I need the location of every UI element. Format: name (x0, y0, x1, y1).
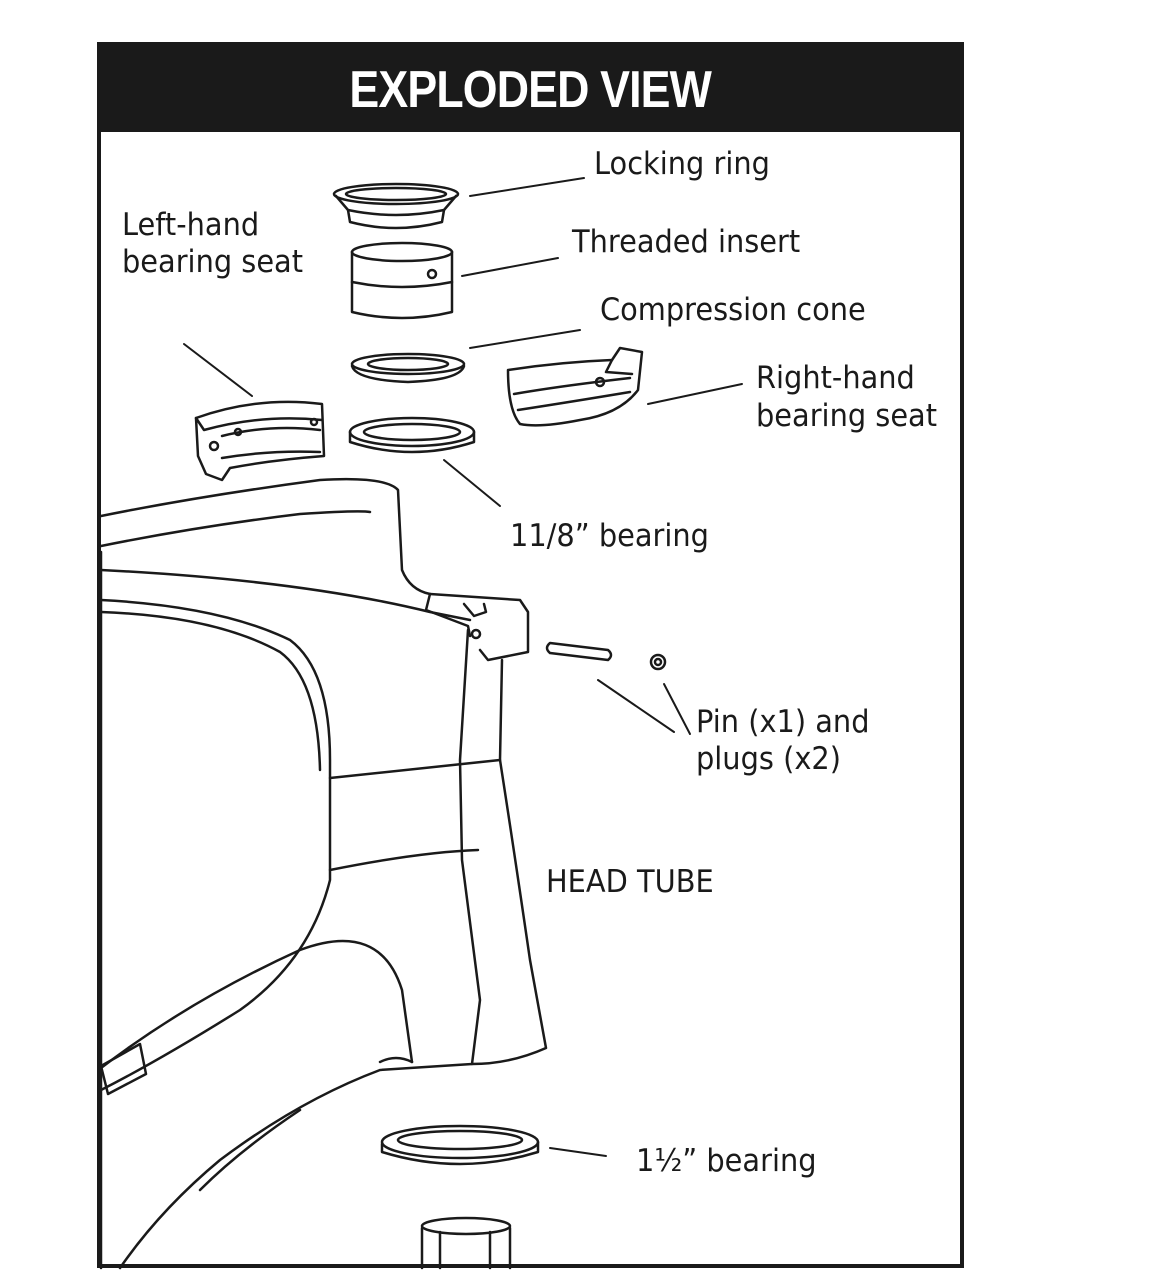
leader-threaded-insert (461, 257, 559, 277)
lower-part-partial (420, 1216, 512, 1270)
locking-ring-part (332, 182, 460, 230)
left-bearing-seat-part (194, 400, 326, 482)
right-bearing-seat-part (506, 346, 644, 427)
threaded-insert-part (350, 241, 454, 320)
label-pin-line2: plugs (x2) (696, 741, 841, 778)
leader-plug (663, 683, 691, 735)
label-left-bearing-seat: Left-hand bearing seat (122, 207, 303, 281)
leader-lower-bearing (549, 1147, 607, 1157)
label-pin-and-plugs: Pin (x1) and plugs (x2) (696, 704, 870, 778)
label-left-seat-line1: Left-hand (122, 207, 260, 243)
label-right-seat-line1: Right-hand (756, 360, 915, 396)
leader-left-seat (183, 343, 253, 397)
panel-title: EXPLODED VIEW (349, 61, 712, 119)
bike-frame (99, 477, 548, 1270)
leader-lines (183, 177, 743, 1157)
panel-title-bar: EXPLODED VIEW (101, 46, 960, 132)
label-upper-bearing: 11/8” bearing (510, 518, 709, 554)
label-threaded-insert: Threaded insert (572, 224, 801, 260)
label-right-seat-line2: bearing seat (756, 397, 938, 434)
label-compression-cone: Compression cone (600, 292, 866, 328)
label-left-seat-line2: bearing seat (122, 244, 304, 281)
label-pin-line1: Pin (x1) and (696, 704, 870, 740)
label-right-bearing-seat: Right-hand bearing seat (756, 360, 937, 436)
leader-upper-bearing (443, 459, 501, 507)
pin-and-plugs-part (545, 641, 667, 671)
leader-locking-ring (469, 177, 585, 197)
leader-right-seat (647, 383, 743, 405)
label-lower-bearing: 1½” bearing (636, 1143, 817, 1179)
upper-bearing-part (348, 416, 476, 454)
leader-pin (597, 679, 675, 733)
exploded-view-panel: EXPLODED VIEW (97, 42, 964, 1268)
label-locking-ring: Locking ring (594, 146, 770, 182)
label-head-tube: HEAD TUBE (546, 864, 714, 900)
lower-bearing-part (380, 1124, 540, 1166)
leader-compression-cone (469, 329, 581, 349)
compression-cone-part (350, 352, 466, 384)
